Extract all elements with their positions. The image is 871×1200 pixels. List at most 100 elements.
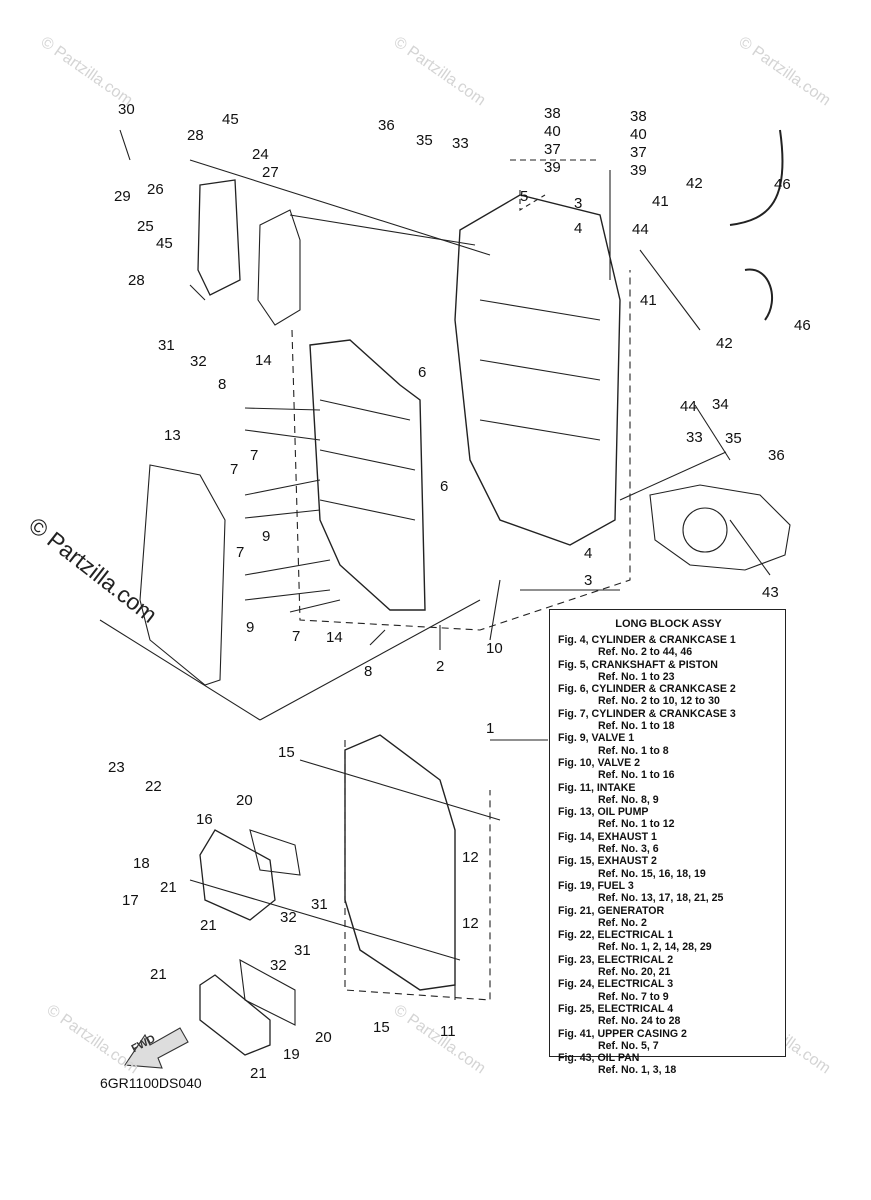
callout: 17: [122, 892, 139, 909]
callout: 41: [640, 292, 657, 309]
fig-label: Fig. 21, GENERATOR: [558, 904, 665, 917]
fig-label: Fig. 10, VALVE 2: [558, 756, 641, 769]
callout: 31: [158, 337, 175, 354]
callout: 15: [373, 1019, 390, 1036]
callout: 16: [196, 811, 213, 828]
callout: 12: [462, 849, 479, 866]
reference-box-title: LONG BLOCK ASSY: [615, 618, 722, 630]
callout: 37: [544, 141, 561, 158]
callout: 33: [452, 135, 469, 152]
ref-label: Ref. No. 24 to 28: [598, 1015, 681, 1028]
ref-label: Ref. No. 13, 17, 18, 21, 25: [598, 892, 724, 905]
callout: 4: [574, 220, 583, 237]
fig-label: Fig. 6, CYLINDER & CRANKCASE 2: [558, 683, 736, 696]
callout: 9: [262, 528, 271, 545]
ref-label: Ref. No. 1 to 16: [598, 769, 675, 782]
callout: 33: [686, 429, 703, 446]
fig-label: Fig. 41, UPPER CASING 2: [558, 1027, 687, 1040]
callout: 34: [712, 396, 729, 413]
callout: 39: [544, 159, 561, 176]
callout: 46: [794, 317, 811, 334]
callout: 10: [486, 640, 503, 657]
callout: 44: [680, 398, 697, 415]
ref-label: Ref. No. 5, 7: [598, 1039, 659, 1052]
reference-box: LONG BLOCK ASSY Fig. 4, CYLINDER & CRANK…: [549, 609, 786, 1076]
callout: 41: [652, 193, 669, 210]
ref-label: Ref. No. 2: [598, 916, 647, 929]
callout: 3: [574, 195, 583, 212]
ref-label: Ref. No. 1 to 12: [598, 818, 675, 831]
ref-label: Ref. No. 8, 9: [598, 793, 659, 806]
callout: 7: [236, 544, 245, 561]
fig-label: Fig. 25, ELECTRICAL 4: [558, 1002, 674, 1015]
callout: 19: [283, 1046, 300, 1063]
callout: 18: [133, 855, 150, 872]
callout: 29: [114, 188, 131, 205]
callout: 12: [462, 915, 479, 932]
callout: 14: [326, 629, 343, 646]
callout: 14: [255, 352, 272, 369]
fig-label: Fig. 7, CYLINDER & CRANKCASE 3: [558, 707, 736, 720]
callout: 15: [278, 744, 295, 761]
callout: 8: [364, 663, 373, 680]
callout: 38: [630, 108, 647, 125]
callout: 28: [128, 272, 145, 289]
callout: 46: [774, 176, 791, 193]
ref-label: Ref. No. 20, 21: [598, 966, 671, 979]
ref-label: Ref. No. 2 to 44, 46: [598, 646, 693, 659]
callout: 32: [190, 353, 207, 370]
callout: 3: [584, 572, 593, 589]
callout: 22: [145, 778, 162, 795]
fig-label: Fig. 24, ELECTRICAL 3: [558, 978, 674, 991]
callout: 36: [768, 447, 785, 464]
ref-label: Ref. No. 2 to 10, 12 to 30: [598, 695, 720, 708]
callout: 7: [230, 461, 239, 478]
callout: 35: [725, 430, 742, 447]
fig-label: Fig. 22, ELECTRICAL 1: [558, 929, 674, 942]
callout: 27: [262, 164, 279, 181]
callout: 21: [250, 1065, 267, 1082]
callout: 42: [716, 335, 733, 352]
ref-label: Ref. No. 1 to 23: [598, 670, 675, 683]
callout: 32: [280, 909, 297, 926]
fig-label: Fig. 14, EXHAUST 1: [558, 830, 657, 843]
callout: 20: [236, 792, 253, 809]
ref-label: Ref. No. 7 to 9: [598, 990, 669, 1003]
fig-label: Fig. 19, FUEL 3: [558, 879, 634, 892]
fig-label: Fig. 11, INTAKE: [558, 781, 636, 794]
callout: 8: [218, 376, 227, 393]
callout: 40: [544, 123, 561, 140]
callout: 40: [630, 126, 647, 143]
fig-label: Fig. 23, ELECTRICAL 2: [558, 953, 674, 966]
fig-label: Fig. 13, OIL PUMP: [558, 806, 649, 819]
diagram-code: 6GR1100DS040: [100, 1075, 202, 1091]
callout: 36: [378, 117, 395, 134]
ref-label: Ref. No. 1, 3, 18: [598, 1064, 677, 1077]
callout: 45: [222, 111, 239, 128]
callout: 30: [118, 101, 135, 118]
callout: 6: [418, 364, 427, 381]
ref-label: Ref. No. 3, 6: [598, 843, 659, 856]
callout: 20: [315, 1029, 332, 1046]
callout: 7: [292, 628, 301, 645]
